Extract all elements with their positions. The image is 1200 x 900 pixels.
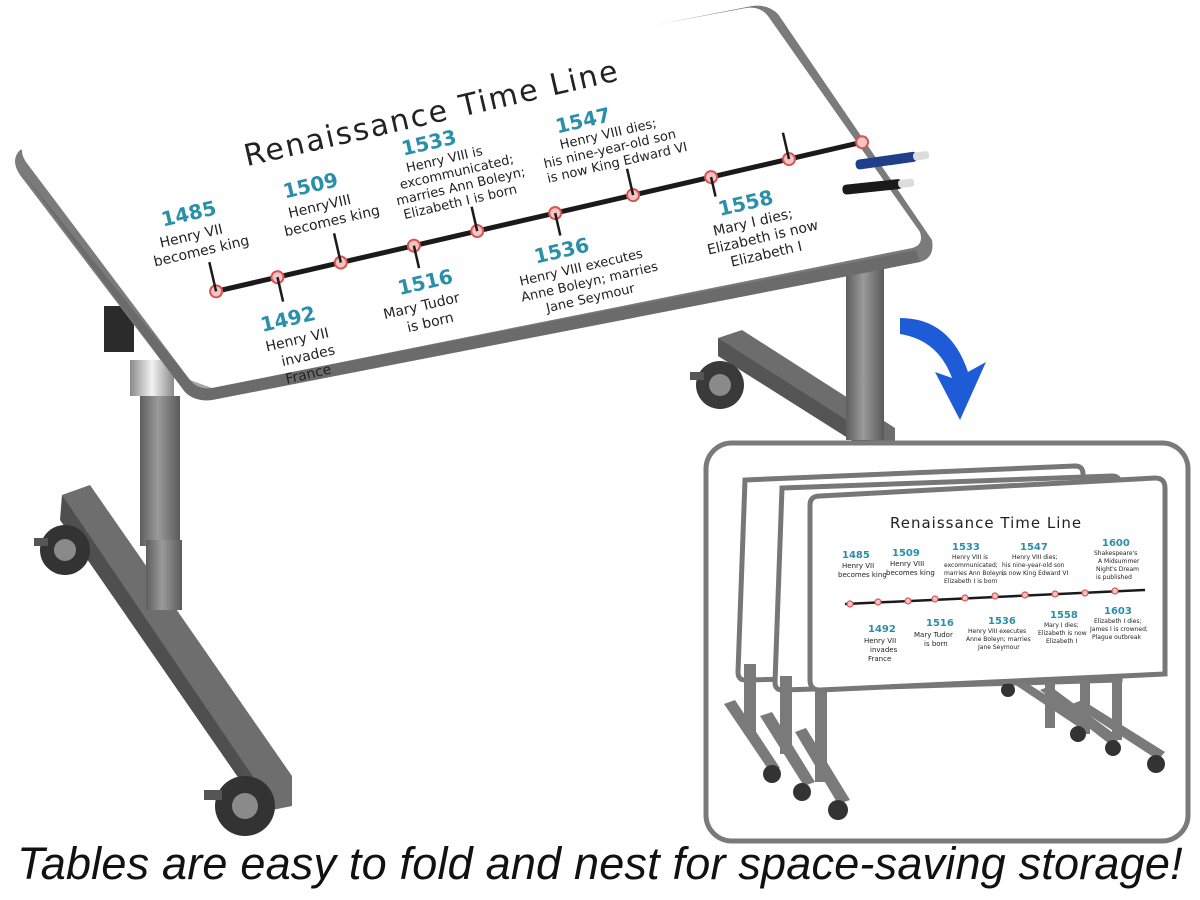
svg-text:Henry VII: Henry VII — [842, 562, 874, 570]
svg-text:excommunicated;: excommunicated; — [944, 562, 998, 569]
svg-text:1485: 1485 — [842, 550, 870, 561]
inset-event-1485: 1485 Henry VII becomes king — [838, 550, 887, 579]
event-1558: 1558 Mary I dies; Elizabeth is now Eliza… — [706, 185, 820, 271]
inset-event-1603: 1603 Elizabeth I dies; James I is crowne… — [1089, 606, 1148, 641]
svg-text:becomes king: becomes king — [838, 571, 887, 579]
caster-wheel — [204, 776, 275, 836]
inset-event-1600: 1600 Shakespeare's A Midsummer Night's D… — [1094, 538, 1140, 581]
caption-text: Tables are easy to fold and nest for spa… — [17, 838, 1183, 889]
svg-text:1558: 1558 — [1050, 610, 1078, 621]
svg-text:Shakespeare's: Shakespeare's — [1094, 550, 1137, 557]
inset-casters — [763, 683, 1165, 820]
inset-event-1547: 1547 Henry VIII dies; his nine-year-old … — [1002, 542, 1068, 577]
inset-event-1516: 1516 Mary Tudor is born — [914, 618, 954, 648]
svg-text:is published: is published — [1096, 574, 1132, 581]
svg-text:A Midsummer: A Midsummer — [1098, 558, 1140, 565]
main-table-top: Renaissance Time Line 1485 Henry VII be — [15, 5, 933, 401]
svg-text:Night's Dream: Night's Dream — [1096, 566, 1139, 573]
svg-text:Jane Seymour: Jane Seymour — [977, 644, 1020, 651]
timeline-markers — [209, 135, 870, 299]
inset-board-title: Renaissance Time Line — [890, 514, 1082, 532]
svg-text:James I is crowned;: James I is crowned; — [1089, 626, 1148, 633]
svg-text:Elizabeth is now: Elizabeth is now — [1038, 630, 1087, 637]
svg-text:1600: 1600 — [1102, 538, 1130, 549]
svg-text:is born: is born — [924, 640, 948, 648]
svg-text:Henry VII: Henry VII — [864, 637, 896, 645]
svg-text:Elizabeth I is born: Elizabeth I is born — [944, 578, 998, 585]
inset-event-1509: 1509 Henry VIII becomes king — [886, 548, 935, 577]
svg-text:Henry VIII executes: Henry VIII executes — [968, 628, 1026, 635]
svg-text:1492: 1492 — [868, 624, 896, 635]
svg-text:Anne Boleyn; marries: Anne Boleyn; marries — [966, 636, 1031, 643]
svg-text:invades: invades — [870, 646, 898, 654]
caster-wheel — [34, 525, 90, 575]
inset-event-1558: 1558 Mary I dies; Elizabeth is now Eliza… — [1038, 610, 1087, 645]
svg-text:marries Ann Boleyn;: marries Ann Boleyn; — [944, 570, 1005, 577]
svg-text:Elizabeth I dies;: Elizabeth I dies; — [1094, 618, 1142, 625]
event-1547: 1547 Henry VIII dies; his nine-year-old … — [542, 103, 689, 187]
svg-text:Plague outbreak: Plague outbreak — [1092, 634, 1142, 641]
inset-event-1533: 1533 Henry VIII is excommunicated; marri… — [944, 542, 1005, 585]
svg-text:is now King Edward VI: is now King Edward VI — [1002, 570, 1068, 577]
svg-text:France: France — [868, 655, 891, 663]
inset-bases — [724, 660, 1165, 804]
nested-tables-inset: Renaissance Time Line 1485 Henry VII bec… — [703, 440, 1191, 844]
folded-table-front: Renaissance Time Line 1485 Henry VII bec… — [807, 475, 1168, 693]
svg-text:1603: 1603 — [1104, 606, 1132, 617]
event-1492: 1492 Henry VII invades France — [258, 301, 336, 388]
svg-text:1516: 1516 — [926, 618, 954, 629]
svg-text:Henry VIII: Henry VIII — [890, 560, 924, 568]
svg-text:his nine-year-old son: his nine-year-old son — [1002, 562, 1065, 569]
svg-text:1533: 1533 — [952, 542, 980, 553]
svg-text:Mary I dies;: Mary I dies; — [1044, 622, 1079, 629]
fold-arrow-icon — [900, 318, 986, 420]
caster-wheel — [690, 361, 744, 409]
svg-text:1536: 1536 — [988, 616, 1016, 627]
svg-text:Henry VIII is: Henry VIII is — [952, 554, 988, 561]
marker-pen-blue — [855, 151, 930, 170]
svg-text:Henry VIII dies;: Henry VIII dies; — [1012, 554, 1058, 561]
marker-pen-black — [842, 178, 915, 195]
svg-text:1509: 1509 — [892, 548, 920, 559]
inset-timeline-markers — [846, 587, 1119, 608]
svg-text:becomes king: becomes king — [886, 569, 935, 577]
main-table-base — [34, 262, 895, 836]
svg-text:Elizabeth I: Elizabeth I — [1046, 638, 1078, 645]
timeline-line — [213, 138, 868, 295]
inset-event-1492: 1492 Henry VII invades France — [864, 624, 898, 663]
svg-text:1547: 1547 — [1020, 542, 1048, 553]
inset-event-1536: 1536 Henry VIII executes Anne Boleyn; ma… — [966, 616, 1031, 651]
svg-text:Mary Tudor: Mary Tudor — [914, 631, 953, 639]
